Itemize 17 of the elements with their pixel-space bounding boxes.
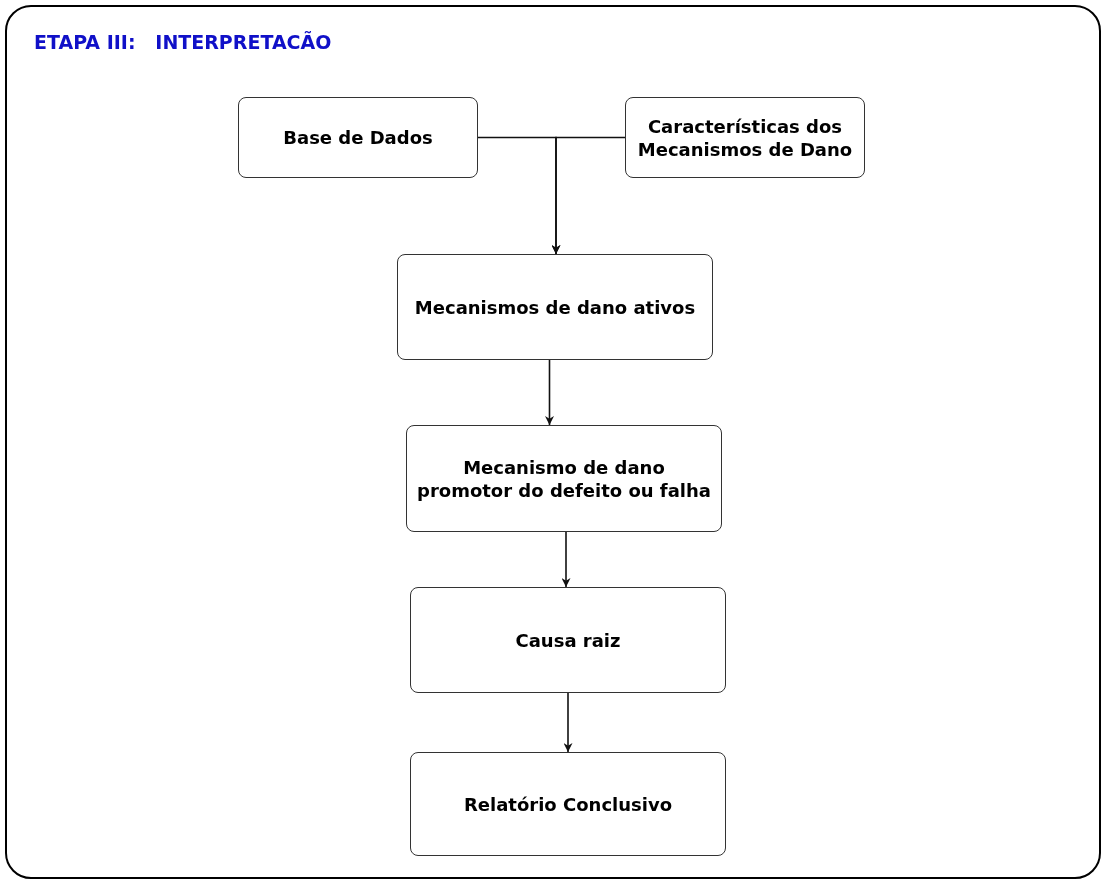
arrow — [551, 136, 626, 255]
box-label: Mecanismo de dano promotor do defeito ou falha — [416, 455, 712, 502]
process-box — [410, 752, 726, 856]
process-box — [410, 587, 726, 693]
box-label: Base de Dados — [283, 126, 433, 149]
box-label: Causa raiz — [515, 628, 621, 652]
box-label: Mecanismos de dano ativos — [414, 295, 696, 319]
process-box — [625, 97, 865, 178]
box-label: Relatório Conclusivo — [463, 792, 673, 816]
process-box — [406, 425, 722, 532]
title: ETAPA III: INTERPRETACÃO — [34, 30, 332, 55]
arrow — [563, 692, 573, 753]
arrow — [561, 531, 571, 588]
process-box — [238, 97, 478, 178]
arrow — [545, 359, 554, 426]
box-label: Características dos Mecanismos de Dano — [636, 114, 854, 161]
process-box — [397, 254, 713, 360]
